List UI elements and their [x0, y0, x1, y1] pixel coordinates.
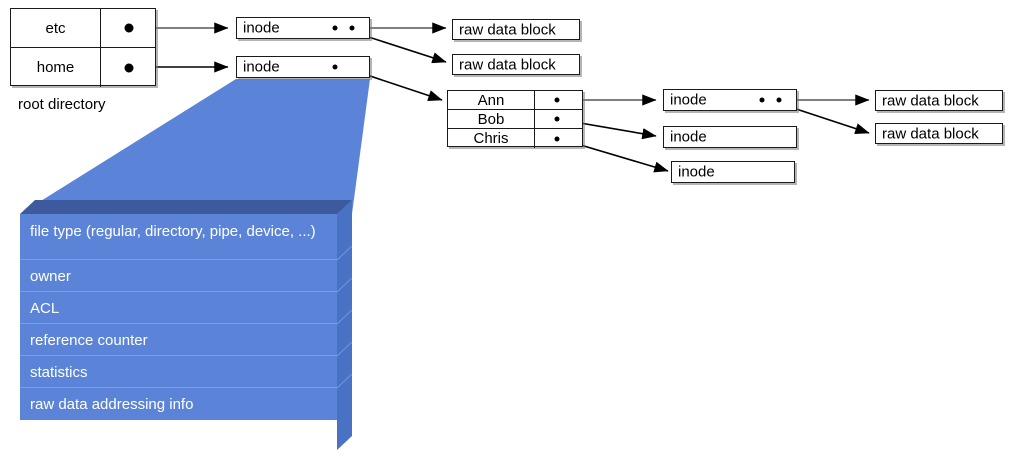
- inode-box-home[interactable]: inode: [236, 56, 370, 78]
- pointer-dot-icon: [554, 97, 560, 103]
- raw-data-block-etc-1[interactable]: raw data block: [452, 19, 580, 40]
- inode-pointer-dot-icon: [349, 25, 355, 31]
- inode-box-bob[interactable]: inode: [663, 126, 797, 148]
- inode-box-etc[interactable]: inode: [236, 17, 370, 39]
- home-dir-pointer-chris: [535, 129, 582, 148]
- pointer-dot-icon: [554, 116, 560, 122]
- inode-box-ann[interactable]: inode: [663, 89, 797, 111]
- table-row[interactable]: Ann: [448, 91, 582, 110]
- raw-data-block-label: raw data block: [882, 92, 979, 109]
- inode-detail-3d-shell: [20, 200, 352, 450]
- inode-pointer-dot-icon: [776, 97, 782, 103]
- home-dir-pointer-ann: [535, 91, 582, 109]
- home-dir-name-ann: Ann: [448, 91, 535, 109]
- table-row[interactable]: Chris: [448, 129, 582, 148]
- root-dir-name-etc: etc: [11, 9, 101, 47]
- inode-pointer-dot-icon: [759, 97, 765, 103]
- inode-detail-stack: file type (regular, directory, pipe, dev…: [20, 200, 352, 450]
- inode-label: inode: [670, 128, 707, 146]
- inode-detail-row-reference-counter: reference counter: [20, 324, 337, 356]
- raw-data-block-etc-2[interactable]: raw data block: [452, 54, 580, 75]
- table-row[interactable]: home: [11, 48, 155, 87]
- inode-label: inode: [243, 58, 280, 76]
- inode-label: inode: [670, 91, 707, 109]
- detail-side-face: [337, 200, 352, 450]
- inode-pointer-dot-icon: [332, 25, 338, 31]
- root-directory-table[interactable]: etc home: [10, 8, 156, 87]
- raw-data-block-label: raw data block: [882, 125, 979, 142]
- raw-data-block-ann-2[interactable]: raw data block: [875, 123, 1003, 144]
- inode-detail-row-statistics: statistics: [20, 356, 337, 388]
- pointer-dot-icon: [554, 136, 560, 141]
- home-dir-name-chris: Chris: [448, 129, 535, 148]
- home-dir-pointer-bob: [535, 110, 582, 128]
- inode-detail-row-raw-data-addressing: raw data addressing info: [20, 388, 337, 420]
- root-directory-caption: root directory: [18, 96, 106, 113]
- root-dir-pointer-home: [101, 48, 155, 87]
- inode-pointer-dot-icon: [332, 64, 338, 70]
- home-directory-table[interactable]: Ann Bob Chris: [447, 90, 583, 148]
- raw-data-block-ann-1[interactable]: raw data block: [875, 90, 1003, 111]
- inode-detail-row-file-type: file type (regular, directory, pipe, dev…: [20, 214, 337, 260]
- pointer-dot-icon: [124, 63, 134, 72]
- home-dir-name-bob: Bob: [448, 110, 535, 128]
- magnification-cone: [20, 79, 370, 214]
- inode-detail-row-acl: ACL: [20, 292, 337, 324]
- table-row[interactable]: etc: [11, 9, 155, 48]
- raw-data-block-label: raw data block: [459, 56, 556, 73]
- inode-label: inode: [243, 19, 280, 37]
- detail-side-separators: [336, 245, 352, 389]
- root-dir-name-home: home: [11, 48, 101, 87]
- inode-detail-row-owner: owner: [20, 260, 337, 292]
- table-row[interactable]: Bob: [448, 110, 582, 129]
- inode-box-chris[interactable]: inode: [671, 161, 795, 183]
- raw-data-block-label: raw data block: [459, 21, 556, 38]
- root-dir-pointer-etc: [101, 9, 155, 47]
- inode-detail-front-face: file type (regular, directory, pipe, dev…: [20, 214, 337, 450]
- inode-label: inode: [678, 163, 715, 181]
- detail-top-face: [20, 200, 352, 214]
- pointer-dot-icon: [124, 23, 134, 33]
